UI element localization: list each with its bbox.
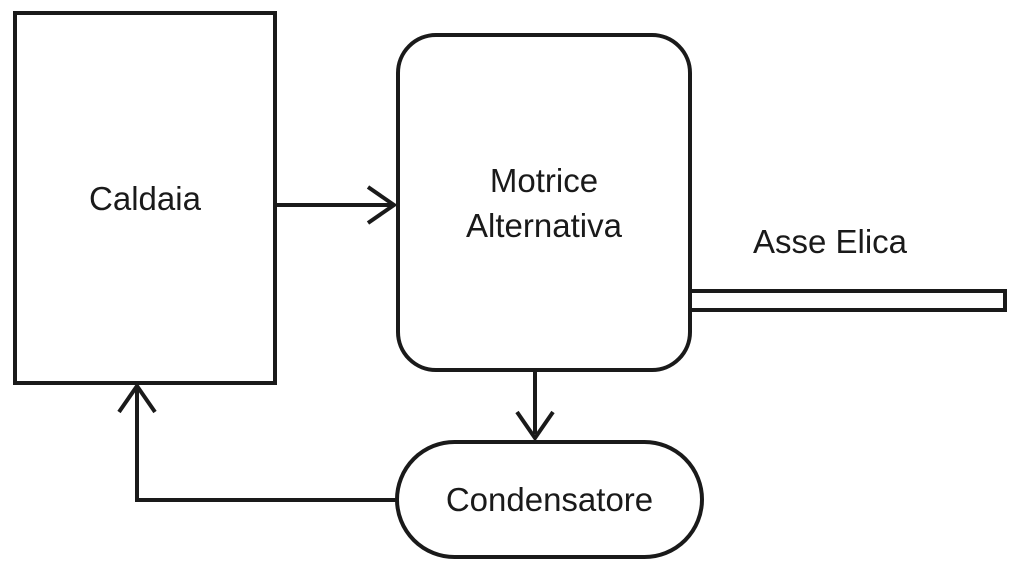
motrice-alternativa-label: Motrice Alternativa (466, 158, 622, 248)
arrow-motrice-to-condensatore (515, 372, 555, 442)
arrowhead-down-icon (515, 410, 555, 442)
motrice-alternativa-node: Motrice Alternativa (396, 33, 692, 372)
asse-elica-shaft (686, 289, 1007, 312)
arrow-caldaia-to-motrice (277, 185, 398, 225)
asse-elica-label: Asse Elica (752, 223, 908, 260)
caldaia-label: Caldaia (89, 179, 201, 217)
arrow-condensatore-to-caldaia (117, 382, 396, 502)
caldaia-node: Caldaia (13, 11, 277, 385)
arrowhead-up-icon (117, 382, 157, 414)
condensatore-node: Condensatore (395, 440, 704, 559)
motrice-label-line1: Motrice (489, 161, 599, 199)
motrice-label-line2: Alternativa (466, 206, 622, 244)
arrowhead-right-icon (366, 185, 398, 225)
condensatore-label: Condensatore (445, 481, 654, 518)
